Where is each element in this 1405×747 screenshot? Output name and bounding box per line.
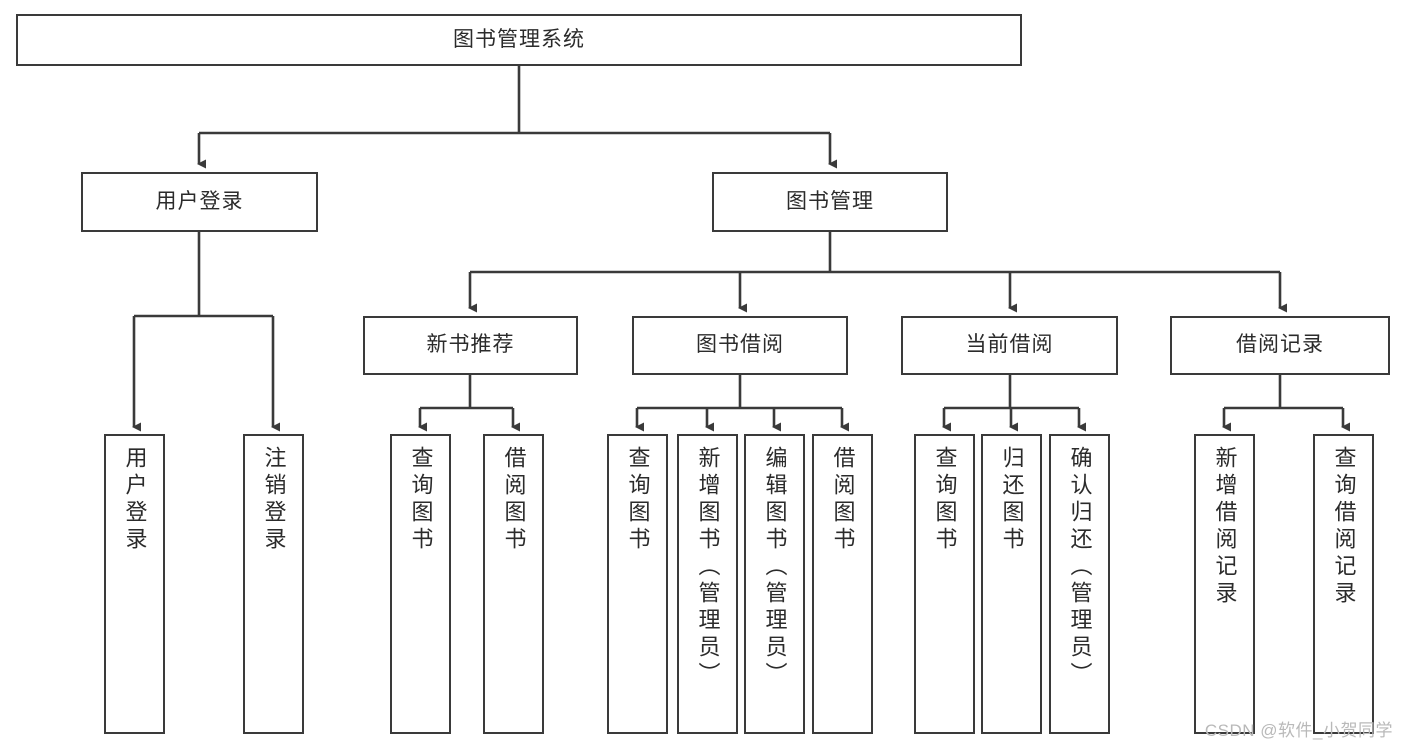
leaf-edit-book[interactable]: 编辑图书（管理员） [744,434,805,734]
leaf-query-book-2-label: 查询图书 [625,446,651,554]
node-new-book-recommend-label: 新书推荐 [426,333,515,357]
leaf-user-logout[interactable]: 注销登录 [243,434,304,734]
node-root[interactable]: 图书管理系统 [16,14,1022,66]
node-book-manage[interactable]: 图书管理 [712,172,948,232]
leaf-query-record[interactable]: 查询借阅记录 [1313,434,1374,734]
node-borrow-record-label: 借阅记录 [1236,333,1324,357]
leaf-add-book[interactable]: 新增图书（管理员） [677,434,738,734]
leaf-return-book-label: 归还图书 [999,446,1025,554]
leaf-confirm-return-label: 确认归还（管理员） [1067,446,1093,689]
node-book-borrow-label: 图书借阅 [696,333,784,357]
leaf-add-record-label: 新增借阅记录 [1212,446,1238,608]
leaf-borrow-book-2-label: 借阅图书 [830,446,856,554]
leaf-user-login[interactable]: 用户登录 [104,434,165,734]
node-book-manage-label: 图书管理 [786,189,874,213]
leaf-query-book-2[interactable]: 查询图书 [607,434,668,734]
leaf-add-book-label: 新增图书（管理员） [695,446,721,689]
leaf-user-login-label: 用户登录 [122,446,148,554]
leaf-query-book-3[interactable]: 查询图书 [914,434,975,734]
node-user-login-label: 用户登录 [155,189,244,213]
leaf-confirm-return[interactable]: 确认归还（管理员） [1049,434,1110,734]
leaf-query-record-label: 查询借阅记录 [1331,446,1357,608]
leaf-borrow-book-1[interactable]: 借阅图书 [483,434,544,734]
leaf-query-book-1[interactable]: 查询图书 [390,434,451,734]
leaf-query-book-3-label: 查询图书 [932,446,958,554]
leaf-return-book[interactable]: 归还图书 [981,434,1042,734]
node-borrow-record[interactable]: 借阅记录 [1170,316,1390,375]
node-root-label: 图书管理系统 [453,27,585,51]
leaf-add-record[interactable]: 新增借阅记录 [1194,434,1255,734]
node-new-book-recommend[interactable]: 新书推荐 [363,316,578,375]
leaf-user-logout-label: 注销登录 [261,446,287,554]
leaf-borrow-book-1-label: 借阅图书 [501,446,527,554]
node-book-borrow[interactable]: 图书借阅 [632,316,848,375]
node-user-login[interactable]: 用户登录 [81,172,318,232]
leaf-borrow-book-2[interactable]: 借阅图书 [812,434,873,734]
node-current-borrow-label: 当前借阅 [965,333,1054,357]
leaf-query-book-1-label: 查询图书 [408,446,434,554]
leaf-edit-book-label: 编辑图书（管理员） [762,446,788,689]
csdn-watermark: CSDN @软件_小贺同学 [1204,721,1393,740]
node-current-borrow[interactable]: 当前借阅 [901,316,1118,375]
